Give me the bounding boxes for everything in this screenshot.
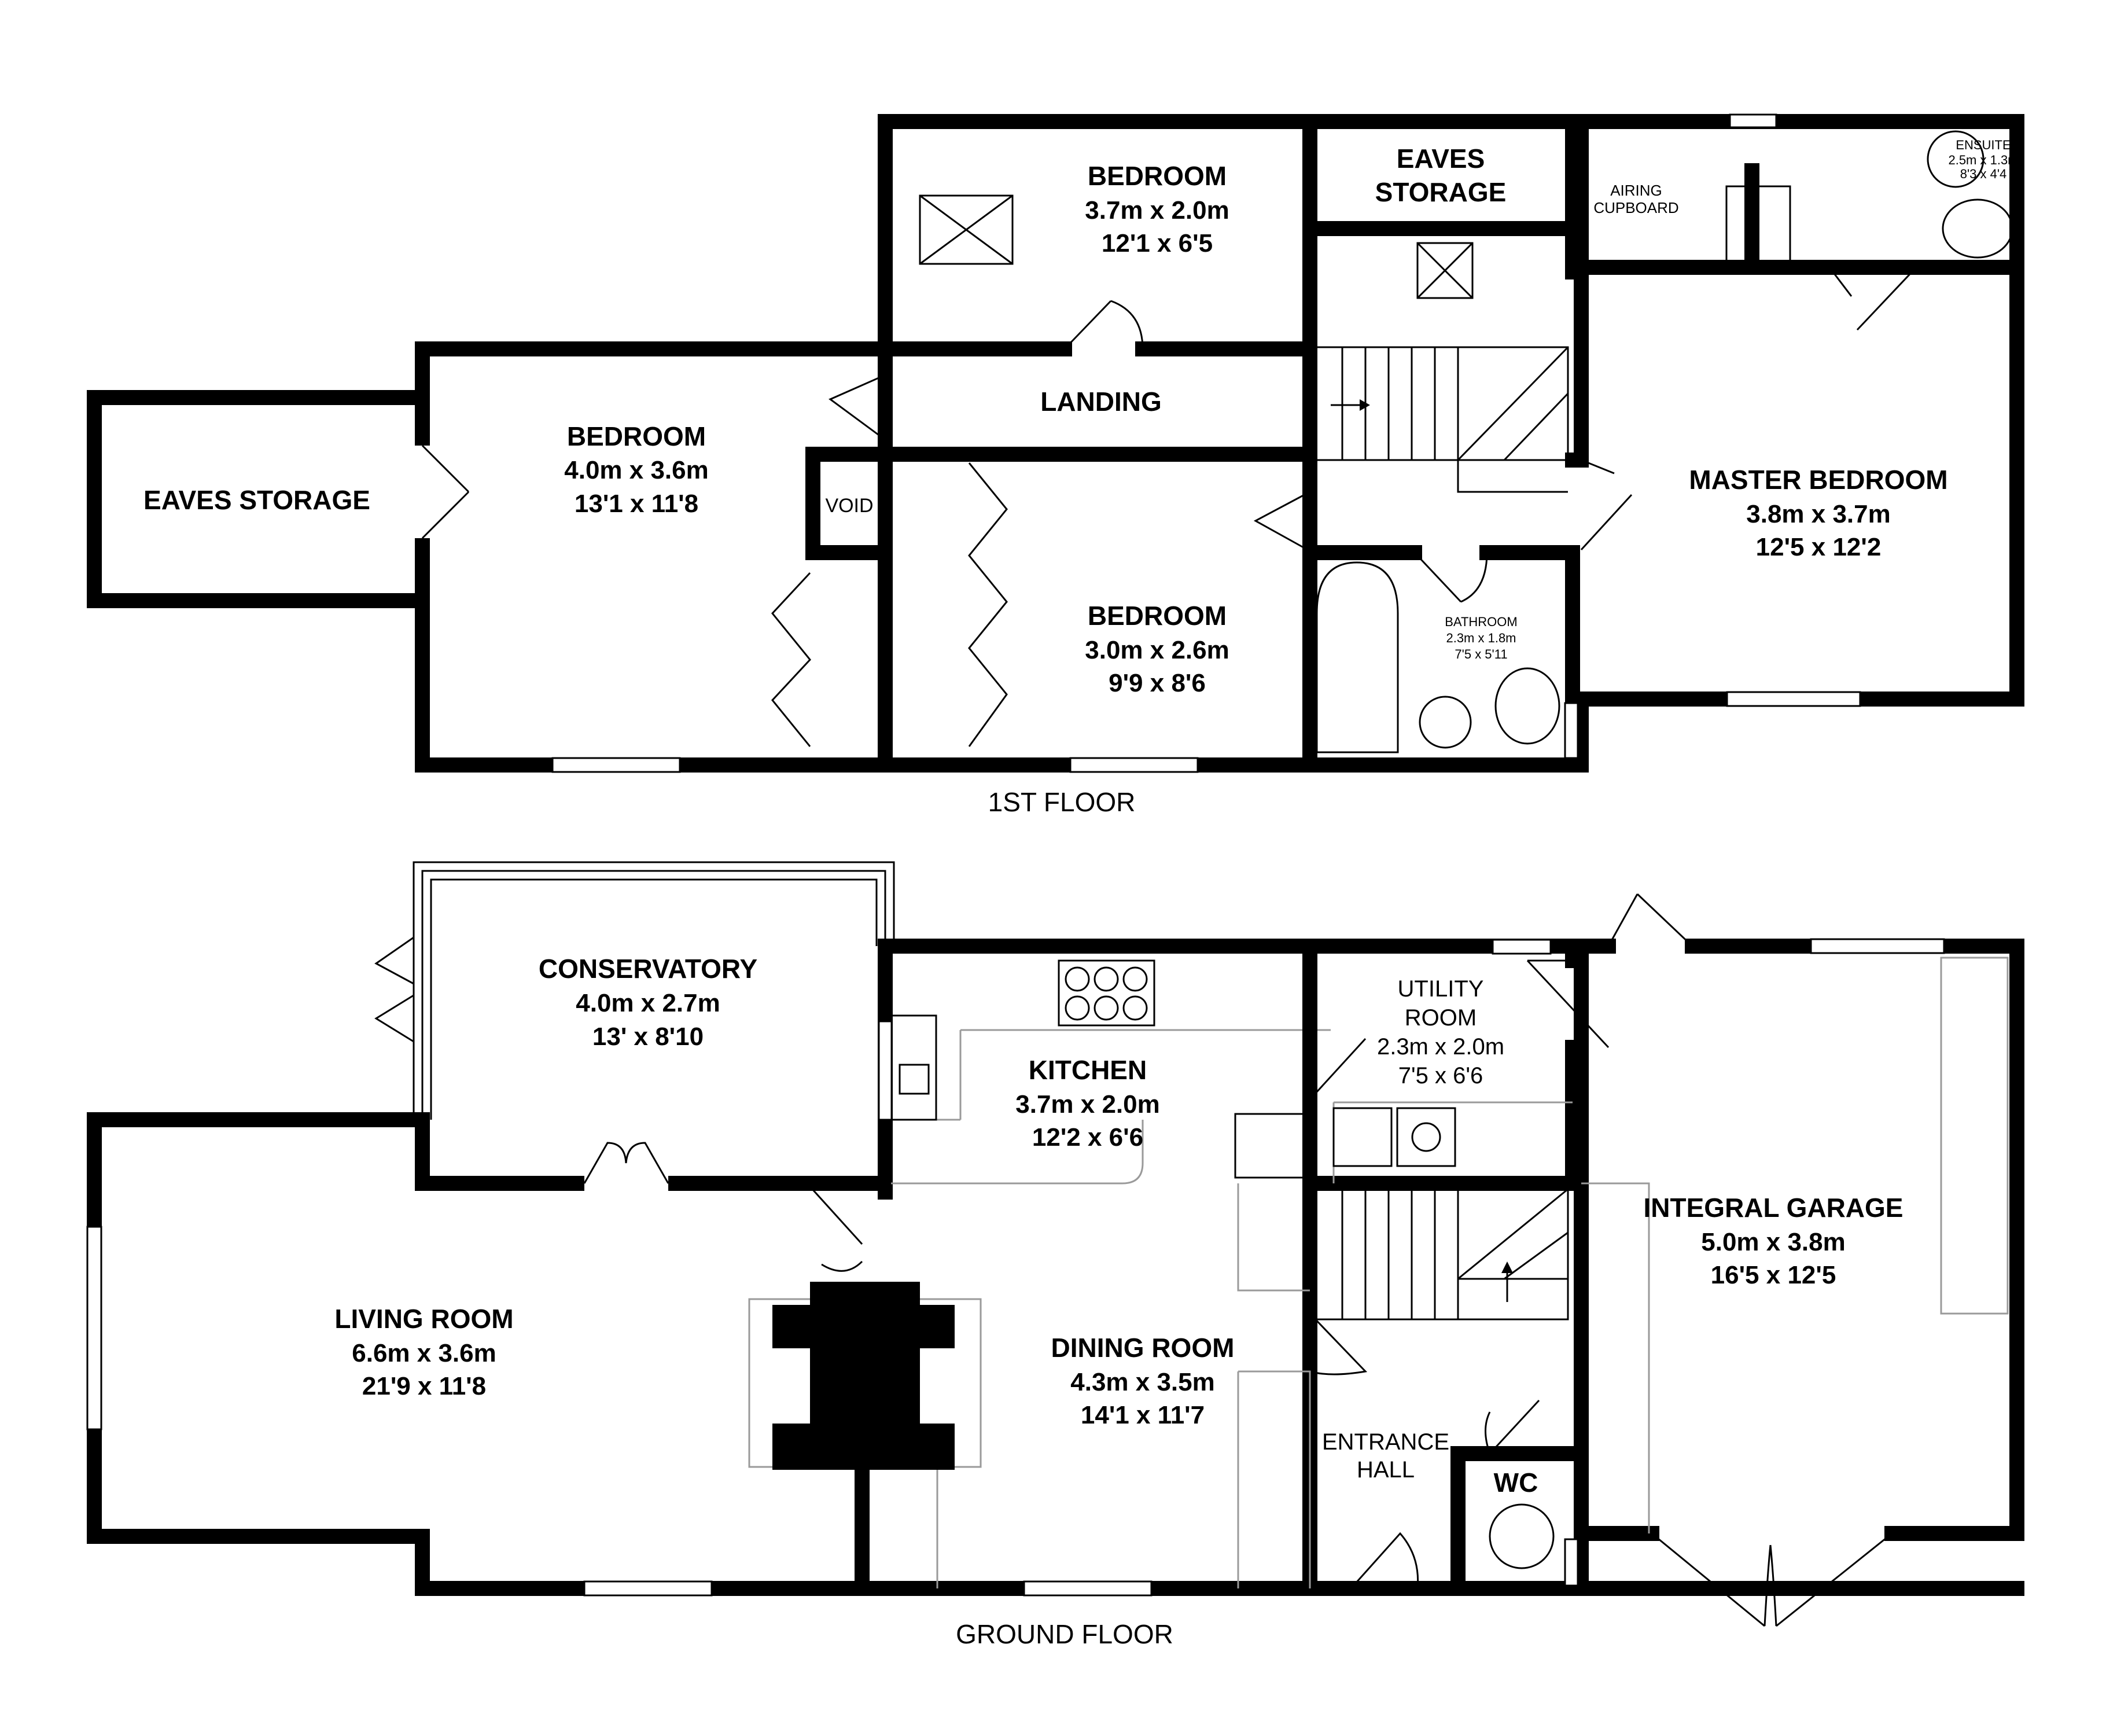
- ensuite-imperial: 8'3 x 4'4: [1960, 167, 2007, 181]
- bedroom1-metric: 4.0m x 3.6m: [564, 456, 709, 484]
- master-bedroom-imperial: 12'5 x 12'2: [1756, 533, 1882, 561]
- living-room-name: LIVING ROOM: [334, 1304, 513, 1334]
- airing-cupboard-label-1: AIRING: [1610, 182, 1662, 199]
- living-room-metric: 6.6m x 3.6m: [352, 1339, 496, 1367]
- landing-name: LANDING: [1040, 387, 1162, 417]
- conservatory-metric: 4.0m x 2.7m: [576, 989, 720, 1017]
- first-floor: [87, 113, 2024, 773]
- void-area: [805, 447, 893, 560]
- conservatory-imperial: 13' x 8'10: [592, 1023, 704, 1051]
- bedroom1-imperial: 13'1 x 11'8: [575, 490, 698, 518]
- ground-floor-label: GROUND FLOOR: [956, 1619, 1173, 1649]
- bathroom-imperial: 7'5 x 5'11: [1455, 647, 1507, 661]
- bedroom2-imperial: 12'1 x 6'5: [1102, 229, 1213, 258]
- bedroom2-metric: 3.7m x 2.0m: [1085, 196, 1229, 225]
- ensuite-metric: 2.5m x 1.3m: [1948, 153, 2018, 167]
- ground-floor: [86, 861, 2024, 1627]
- first-floor-label: 1ST FLOOR: [988, 787, 1136, 817]
- entrance-hall-label-2: HALL: [1357, 1457, 1415, 1483]
- dining-room-metric: 4.3m x 3.5m: [1070, 1368, 1215, 1396]
- entrance-hall-label-1: ENTRANCE: [1322, 1429, 1449, 1455]
- bedroom3-metric: 3.0m x 2.6m: [1085, 636, 1229, 664]
- first-floor-stairs: [1315, 346, 1569, 493]
- eaves-left-name: EAVES STORAGE: [143, 485, 370, 515]
- eaves-top-name-2: STORAGE: [1375, 177, 1507, 207]
- ground-floor-labels: CONSERVATORY 4.0m x 2.7m 13' x 8'10 KITC…: [334, 954, 1903, 1649]
- first-floor-labels: BEDROOM 3.7m x 2.0m 12'1 x 6'5 EAVES STO…: [143, 138, 2019, 817]
- void-name: VOID: [825, 495, 873, 517]
- utility-name-2: ROOM: [1405, 1005, 1477, 1031]
- eaves-top-name-1: EAVES: [1397, 144, 1485, 174]
- kitchen-imperial: 12'2 x 6'6: [1032, 1123, 1143, 1152]
- living-room-imperial: 21'9 x 11'8: [362, 1372, 486, 1400]
- fireplace: [748, 1282, 982, 1470]
- utility-metric: 2.3m x 2.0m: [1377, 1034, 1504, 1060]
- dining-room-name: DINING ROOM: [1051, 1333, 1235, 1363]
- kitchen-metric: 3.7m x 2.0m: [1015, 1090, 1160, 1119]
- utility-imperial: 7'5 x 6'6: [1398, 1063, 1483, 1088]
- garage-name: INTEGRAL GARAGE: [1644, 1193, 1904, 1223]
- master-bedroom-metric: 3.8m x 3.7m: [1746, 500, 1891, 528]
- master-bedroom-name: MASTER BEDROOM: [1689, 465, 1947, 495]
- bedroom3-imperial: 9'9 x 8'6: [1109, 669, 1206, 697]
- wc-name: WC: [1494, 1467, 1538, 1498]
- garage-imperial: 16'5 x 12'5: [1711, 1261, 1836, 1289]
- conservatory-name: CONSERVATORY: [539, 954, 757, 984]
- bedroom3-name: BEDROOM: [1088, 601, 1227, 631]
- airing-cupboard-label-2: CUPBOARD: [1593, 199, 1678, 216]
- kitchen-name: KITCHEN: [1029, 1055, 1147, 1085]
- bathroom-name: BATHROOM: [1445, 615, 1517, 629]
- eaves-left-wall: [87, 390, 430, 608]
- garage-metric: 5.0m x 3.8m: [1701, 1228, 1846, 1256]
- dining-room-imperial: 14'1 x 11'7: [1081, 1401, 1205, 1429]
- ensuite-name: ENSUITE: [1956, 138, 2011, 152]
- bathroom-metric: 2.3m x 1.8m: [1446, 631, 1516, 645]
- ground-floor-stairs: [1315, 1188, 1569, 1321]
- bedroom2-name: BEDROOM: [1088, 161, 1227, 191]
- bedroom1-name: BEDROOM: [567, 421, 706, 451]
- utility-name-1: UTILITY: [1398, 976, 1484, 1002]
